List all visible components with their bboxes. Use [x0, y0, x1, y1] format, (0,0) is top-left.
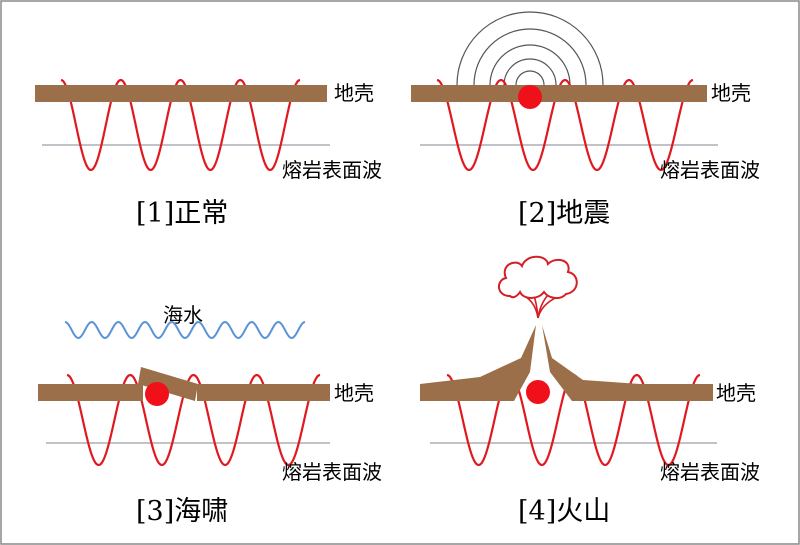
panel-caption: [2]地震	[518, 198, 610, 229]
crust-bar	[411, 85, 707, 102]
eruption-plume	[498, 255, 578, 319]
crust-label: 地壳	[711, 81, 751, 105]
sea-water-label: 海水	[163, 303, 203, 327]
wave-label: 熔岩表面波	[282, 460, 382, 484]
ash-cloud	[498, 255, 578, 300]
wave-label: 熔岩表面波	[660, 460, 760, 484]
earthquake-focus	[145, 382, 169, 406]
panel-caption: [1]正常	[136, 198, 228, 229]
crust-bar-left	[38, 384, 143, 401]
crust-label: 地壳	[334, 381, 374, 405]
panel-normal: 地壳 熔岩表面波 [1]正常	[35, 78, 382, 229]
crust-bar	[35, 85, 327, 102]
volcano-flank-right	[542, 325, 713, 401]
wave-label: 熔岩表面波	[660, 158, 760, 182]
panel-caption: [3]海啸	[136, 496, 228, 527]
crust-label: 地壳	[716, 381, 756, 405]
sea-water-wave	[64, 320, 306, 340]
magma-chamber	[526, 380, 550, 404]
lava-surface-wave	[66, 373, 321, 467]
earthquake-focus	[518, 85, 542, 109]
lava-surface-wave	[60, 78, 301, 172]
crust-label: 地壳	[334, 81, 374, 105]
crust-slab-tilted	[138, 367, 198, 401]
lava-surface-wave	[436, 78, 694, 172]
panel-tsunami: 海水 地壳 熔岩表面波 [3]海啸	[38, 303, 382, 527]
crust-bar-right	[197, 384, 330, 401]
volcano-flank-left	[420, 325, 536, 401]
wave-label: 熔岩表面波	[282, 158, 382, 182]
panel-caption: [4]火山	[518, 496, 610, 527]
panel-earthquake: 地壳 熔岩表面波 [2]地震	[411, 11, 760, 229]
seismic-arcs	[456, 11, 604, 86]
panel-volcano: 地壳 熔岩表面波 [4]火山	[420, 255, 760, 527]
